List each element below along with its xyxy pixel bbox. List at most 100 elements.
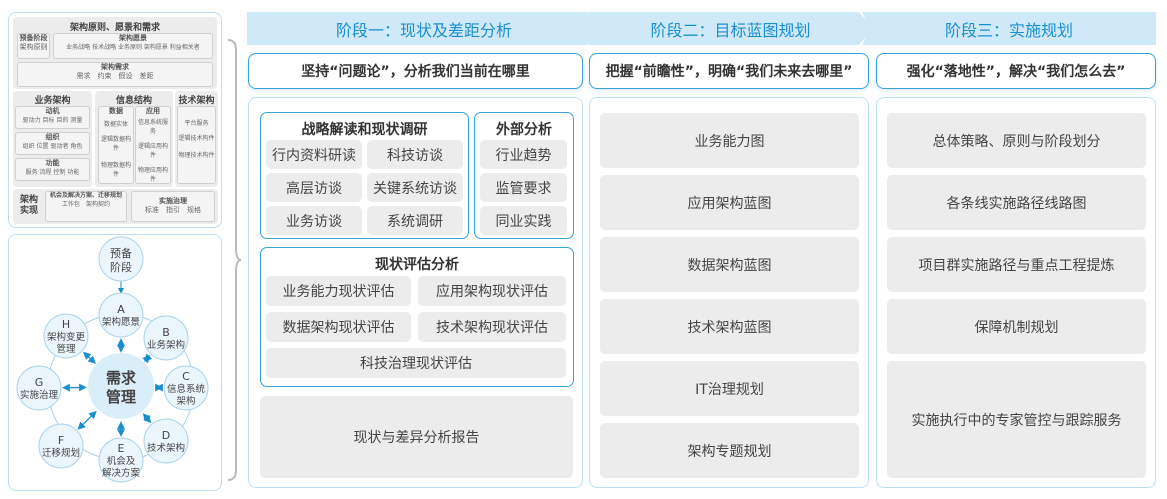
data-item: 物理数据构件 <box>100 162 131 178</box>
stage-2-panel: 业务能力图 应用架构蓝图 数据架构蓝图 技术架构蓝图 IT治理规划 架构专题规划 <box>589 97 869 488</box>
business-section: 业务架构 动机驱动力 目标 目的 测量 组织组织 位置 驱动者 角色 功能服务 … <box>13 91 92 187</box>
strategy-box: 战略解读和现状调研 行内资料研读 科技访谈 高层访谈 关键系统访谈 业务访谈 系… <box>260 112 469 239</box>
stage-2-item: 应用架构蓝图 <box>600 175 859 230</box>
app-item: 信息系统服务 <box>137 119 168 135</box>
external-title: 外部分析 <box>496 122 552 138</box>
group-title: 功能 <box>45 159 60 167</box>
phase-label: 管理 <box>56 343 76 355</box>
external-item: 行业趋势 <box>480 140 567 169</box>
tech-item: 物理技术构件 <box>178 152 215 159</box>
prep-label: 预备 <box>110 246 132 260</box>
tech-title: 技术架构 <box>178 96 215 106</box>
phase-label: 架构变更 <box>47 331 86 343</box>
phase-e-circle <box>98 437 144 483</box>
external-item: 监管要求 <box>480 173 567 202</box>
phase-label: C <box>182 370 190 383</box>
stage-3-item: 实施执行中的专家管控与跟踪服务 <box>887 361 1146 478</box>
center-label: 管理 <box>106 388 136 406</box>
vision-title: 架构愿景 <box>119 34 147 42</box>
strategy-title: 战略解读和现状调研 <box>301 122 428 138</box>
strategy-item: 高层访谈 <box>266 173 362 202</box>
stage-3-item: 项目群实施路径与重点工程提炼 <box>887 237 1146 292</box>
stage-2-header: 阶段二：目标蓝图规划 <box>588 12 873 45</box>
assessment-item: 科技治理现状评估 <box>266 348 566 378</box>
assessment-item: 应用架构现状评估 <box>418 276 566 306</box>
stage-2-item: 数据架构蓝图 <box>600 237 859 292</box>
business-group: 动机驱动力 目标 目的 测量 <box>15 106 90 129</box>
vision-box: 架构愿景 业务战略 技术战略 业务原则 架构愿景 利益相关者 <box>53 33 213 59</box>
prep-label: 阶段 <box>110 260 132 274</box>
stage-2-subtitle: 把握“前瞻性”，明确“我们未来去哪里” <box>589 53 869 89</box>
tech-item: 平台服务 <box>184 120 209 127</box>
business-group: 功能服务 流程 控制 功能 <box>15 158 90 181</box>
requirements-title: 架构需求 <box>101 63 129 71</box>
strategy-item: 科技访谈 <box>367 140 463 169</box>
data-item: 数据实体 <box>103 121 128 128</box>
bracket <box>227 39 242 481</box>
realization-title: 架构实现 <box>19 195 38 216</box>
phase-label: 架构愿景 <box>102 316 140 328</box>
group-title: 动机 <box>45 107 60 115</box>
bidirectional-arrow <box>142 413 152 424</box>
stage-3-panel: 总体策略、原则与阶段划分 各条线实施路径线路图 项目群实施路径与重点工程提炼 保… <box>876 97 1156 488</box>
architecture-content-panel: 架构原则、愿景和需求 预备阶段 架构原则 架构愿景 业务战略 技术战略 业务原则… <box>8 12 222 228</box>
phase-label: 技术架构 <box>147 442 185 454</box>
stage-3-item: 各条线实施路径线路图 <box>887 175 1146 230</box>
strategy-item: 系统调研 <box>367 206 463 235</box>
requirements-box: 架构需求 需求 约束 假设 差距 <box>17 62 213 87</box>
phase-g-circle <box>16 365 62 411</box>
phase-label: A <box>117 303 125 316</box>
assessment-title: 现状评估分析 <box>375 257 459 273</box>
opportunity-box: 机会及解决方案、迁移规划 工作包 架构契约 <box>45 191 127 222</box>
governance-box: 实施治理 标准 指引 规格 <box>131 191 215 222</box>
stage-3-item: 保障机制规划 <box>887 299 1146 354</box>
phase-label: B <box>162 326 170 339</box>
bidirectional-arrow <box>82 351 96 364</box>
phase-d-circle <box>143 418 189 464</box>
group-text: 服务 流程 控制 功能 <box>25 169 80 176</box>
requirements-text: 需求 约束 假设 差距 <box>76 72 154 80</box>
info-title: 信息结构 <box>115 96 152 106</box>
phase-label: 信息系统 <box>167 383 206 395</box>
phase-label: D <box>162 429 170 442</box>
app-item: 逻辑应用构件 <box>137 143 168 159</box>
stage-1-subtitle: 坚持“问题论”，分析我们当前在哪里 <box>248 53 583 89</box>
tech-column: 平台服务 逻辑技术构件 物理技术构件 <box>177 106 216 184</box>
phase-f-circle <box>38 423 84 469</box>
realization-section: 架构实现 机会及解决方案、迁移规划 工作包 架构契约 实施治理 标准 指引 规格 <box>13 189 218 224</box>
data-title: 数据 <box>109 107 123 115</box>
bidirectional-arrow <box>77 410 97 430</box>
group-title: 组织 <box>45 133 60 141</box>
stage-3-subtitle: 强化“落地性”，解决“我们怎么去” <box>876 53 1156 89</box>
phase-b-circle <box>143 315 189 361</box>
stage-2-item: 技术架构蓝图 <box>600 299 859 354</box>
phase-label: H <box>62 318 70 331</box>
info-section: 信息结构 数据 数据实体 逻辑数据构件 物理数据构件 应用 信息系统服务 逻辑应… <box>95 91 173 187</box>
phase-label: 架构 <box>176 395 195 407</box>
prep-box: 预备阶段 架构原则 <box>17 33 50 59</box>
app-column: 应用 信息系统服务 逻辑应用构件 物理应用构件 <box>135 106 171 184</box>
business-title: 业务架构 <box>34 96 71 106</box>
center-label: 需求 <box>106 369 137 387</box>
vision-text: 业务战略 技术战略 业务原则 架构愿景 利益相关者 <box>66 44 200 51</box>
tech-item: 逻辑技术构件 <box>178 135 215 142</box>
governance-text: 标准 指引 规格 <box>145 206 201 214</box>
phase-a-circle <box>98 292 144 338</box>
phase-label: 迁移规划 <box>42 447 80 459</box>
phase-label: 实施治理 <box>20 389 59 401</box>
tech-section: 技术架构 平台服务 逻辑技术构件 物理技术构件 <box>175 91 218 187</box>
phase-label: 业务架构 <box>147 339 185 351</box>
stage-1-header: 阶段一：现状及差距分析 <box>247 12 601 45</box>
stage-3-header: 阶段三：实施规划 <box>862 12 1156 45</box>
bidirectional-arrow <box>142 353 153 364</box>
assessment-item: 业务能力现状评估 <box>266 276 411 306</box>
stage-2-item: IT治理规划 <box>600 361 859 416</box>
stage-2-item: 业务能力图 <box>600 113 859 168</box>
phase-c-circle <box>163 365 209 411</box>
phase-label: 解决方案 <box>102 467 141 479</box>
phase-label: E <box>118 442 125 455</box>
stage-2-item: 架构专题规划 <box>600 423 859 478</box>
business-group: 组织组织 位置 驱动者 角色 <box>15 132 90 155</box>
group-text: 组织 位置 驱动者 角色 <box>22 143 83 150</box>
